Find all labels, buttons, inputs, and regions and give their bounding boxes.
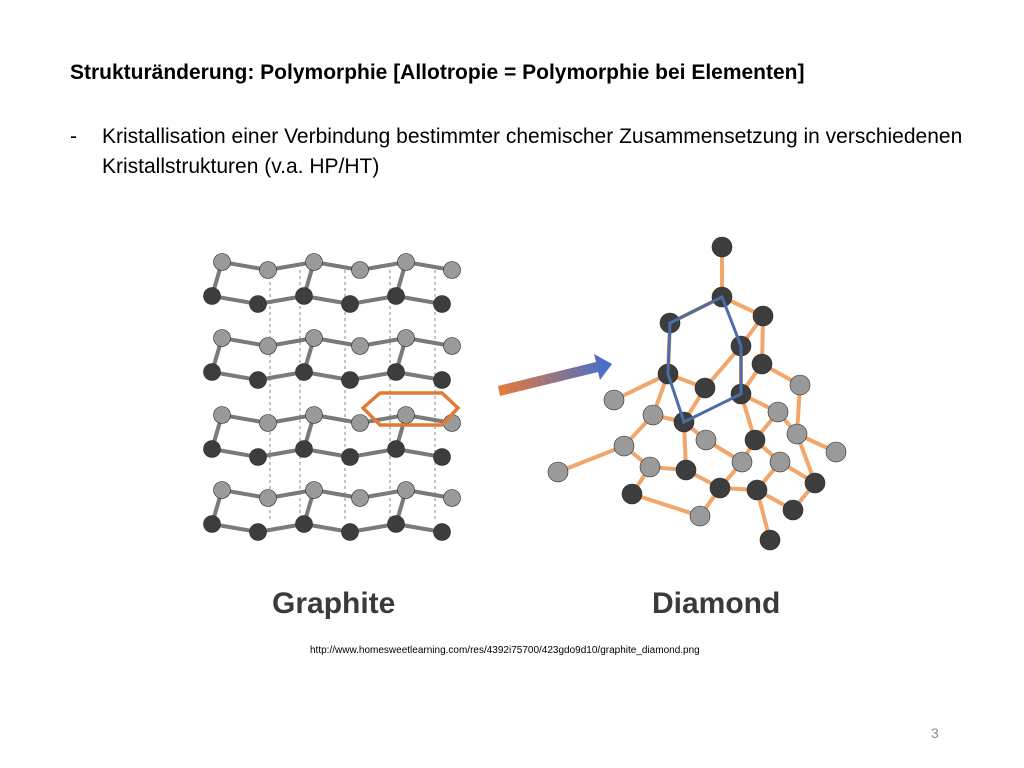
source-link[interactable]: http://www.homesweetlearning.com/res/439…: [310, 645, 700, 656]
diamond-label: Diamond: [652, 587, 781, 620]
bullet-item: - Kristallisation einer Verbindung besti…: [70, 122, 970, 182]
graphite-structure-icon: [203, 253, 461, 541]
arrow-icon: [498, 354, 612, 396]
graphite-diamond-figure: [203, 236, 847, 551]
bullet-text: Kristallisation einer Verbindung bestimm…: [102, 125, 963, 178]
page-number: 3: [931, 725, 939, 741]
diamond-structure-icon: [547, 236, 847, 551]
slide-title: Strukturänderung: Polymorphie [Allotropi…: [70, 61, 805, 84]
bullet-dash: -: [70, 125, 77, 148]
graphite-label: Graphite: [272, 587, 396, 620]
